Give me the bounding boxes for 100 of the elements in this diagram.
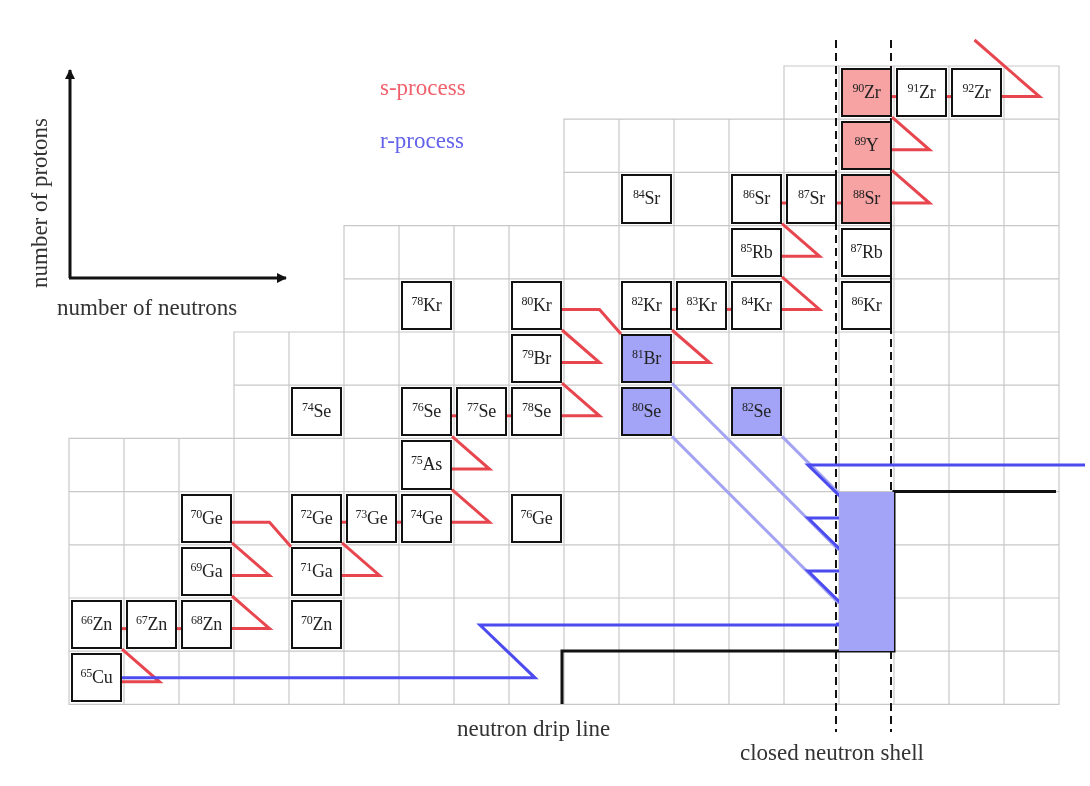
nuclide-label: $^{73}$Ge <box>355 507 388 529</box>
decay-path-line <box>973 38 1044 99</box>
decay-path-line <box>231 594 274 631</box>
nuclide-label: $^{74}$Se <box>302 401 331 423</box>
nuclide-label: $^{79}$Br <box>522 348 551 370</box>
axis-label: neutron drip line <box>457 717 611 740</box>
nuclide-box <box>621 334 672 384</box>
nuclide-box <box>181 546 232 596</box>
decay-path-line <box>561 328 604 365</box>
nuclide-label: $^{76}$Se <box>412 401 441 423</box>
nuclide-box <box>511 334 562 384</box>
nuclide-box <box>291 493 342 543</box>
nuclide-box <box>621 387 672 437</box>
decay-path-line <box>122 623 839 680</box>
nuclide-label: $^{80}$Kr <box>521 294 552 316</box>
nuclide-box <box>621 280 672 330</box>
decay-path-line <box>837 201 841 205</box>
decay-path-line <box>781 275 824 311</box>
decay-path-line <box>451 488 494 524</box>
nuclide-label: $^{90}$Zr <box>852 82 881 104</box>
nuclide-label: $^{82}$Se <box>742 401 771 423</box>
decay-path-line <box>780 435 841 495</box>
nuclide-box <box>456 387 507 437</box>
decay-path-line <box>782 201 786 205</box>
nuclide-label: $^{65}$Cu <box>80 667 113 689</box>
nuclide-box <box>346 493 397 543</box>
nuclide-box <box>71 600 122 650</box>
nuclide-label: $^{80}$Se <box>632 401 661 423</box>
nuclide-label: $^{91}$Zr <box>907 82 936 104</box>
nuclide-label: $^{76}$Ge <box>520 507 553 529</box>
axis-label: number of neutrons <box>57 296 238 319</box>
nuclide-box <box>896 68 947 118</box>
nuclide-label: $^{78}$Se <box>522 401 551 423</box>
nuclide-label: $^{66}$Zn <box>81 614 112 636</box>
nuclide-label: $^{72}$Ge <box>300 507 333 529</box>
nuclide-label: $^{71}$Ga <box>300 560 333 582</box>
nuclide-box <box>181 493 232 543</box>
nuclide-box <box>401 493 452 543</box>
axis-label: number of protons <box>28 118 51 288</box>
nuclide-label: $^{68}$Zn <box>191 614 222 636</box>
nuclide-label: $^{78}$Kr <box>411 294 442 316</box>
decay-path-line <box>507 414 511 418</box>
decay-path-line <box>727 307 731 311</box>
nuclide-box <box>401 440 452 490</box>
decay-path-line <box>177 627 181 631</box>
nuclide-box <box>786 174 837 224</box>
nuclide-label: $^{74}$Ge <box>410 507 443 529</box>
nuclide-box <box>731 227 782 277</box>
decay-path-line <box>122 627 126 631</box>
decay-path-line <box>892 95 896 99</box>
nuclide-label: $^{88}$Sr <box>853 188 880 210</box>
nuclide-box <box>621 174 672 224</box>
nuclide-label: $^{87}$Rb <box>850 241 883 263</box>
nuclide-box <box>841 68 892 118</box>
nuclide-box <box>126 600 177 650</box>
nuclide-label: $^{81}$Br <box>632 348 661 370</box>
nuclide-label: $^{85}$Rb <box>740 241 773 263</box>
nuclide-box <box>731 387 782 437</box>
decay-path-line <box>452 414 456 418</box>
nuclide-label: $^{84}$Kr <box>741 294 772 316</box>
nuclide-label: $^{67}$Zn <box>136 614 167 636</box>
nuclide-box <box>511 280 562 330</box>
process-legend-text: r-process <box>380 129 464 152</box>
decay-path-line <box>397 520 401 524</box>
decay-path-line <box>341 541 384 577</box>
decay-path-line <box>451 435 494 471</box>
nuclide-label: $^{87}$Sr <box>798 188 825 210</box>
nuclide-label: $^{86}$Sr <box>743 188 770 210</box>
nuclide-label: $^{89}$Y <box>854 135 879 157</box>
nuclide-label: $^{70}$Ge <box>190 507 223 529</box>
nuclide-label: $^{75}$As <box>411 454 442 476</box>
decay-path-line <box>121 648 164 684</box>
nuclide-box <box>291 387 342 437</box>
nuclide-label: $^{84}$Sr <box>633 188 660 210</box>
decay-path-line <box>781 222 824 258</box>
nuclide-box <box>181 600 232 650</box>
nuclide-box <box>841 121 892 171</box>
nuclide-box <box>951 68 1002 118</box>
nuclide-label: $^{82}$Kr <box>631 294 662 316</box>
nuclide-box <box>841 227 892 277</box>
decay-path-line <box>670 435 841 605</box>
nuclide-box <box>71 653 122 703</box>
nuclide-box <box>401 280 452 330</box>
decay-path-line <box>671 328 714 365</box>
nuclide-label: $^{86}$Kr <box>851 294 882 316</box>
nuclide-box <box>731 280 782 330</box>
nuclide-label: $^{69}$Ga <box>190 560 223 582</box>
nuclide-box <box>511 493 562 543</box>
decay-path-line <box>672 307 676 311</box>
decay-path-line <box>947 95 951 99</box>
nuclide-box <box>511 387 562 437</box>
decay-path-line <box>891 116 934 152</box>
decay-path-line <box>342 520 346 524</box>
axis-label: closed neutron shell <box>740 741 924 764</box>
nuclide-box <box>841 280 892 330</box>
process-legend-text: s-process <box>380 76 466 99</box>
decay-path-line <box>231 541 274 577</box>
decay-path-line <box>562 307 623 335</box>
r-process-region <box>839 491 894 652</box>
nuclide-box <box>401 387 452 437</box>
